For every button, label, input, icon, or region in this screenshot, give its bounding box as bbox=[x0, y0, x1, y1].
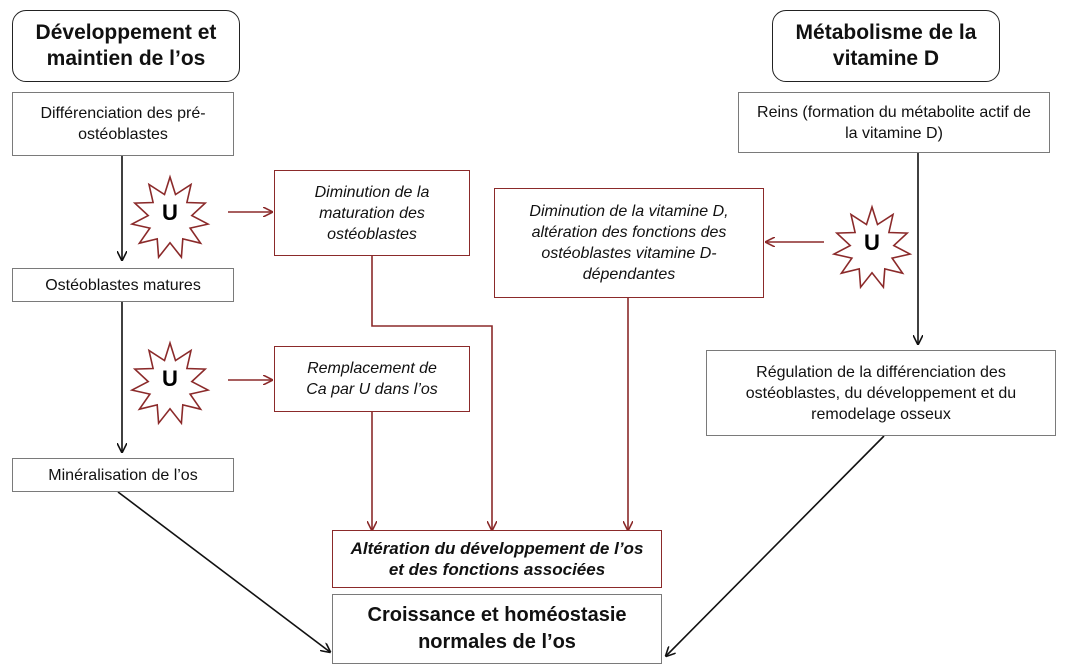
box-bone-alteration: Altération du développement de l’os et d… bbox=[332, 530, 662, 588]
arrow-regulation-to-normal bbox=[666, 435, 885, 656]
burst-label: U bbox=[162, 366, 178, 391]
box-osteoblast-regulation-text: Régulation de la différenciation des ost… bbox=[745, 363, 1017, 423]
uranium-burst-icon: U bbox=[129, 174, 211, 260]
arrow-maturation-to-alteration bbox=[371, 256, 492, 530]
box-osteoblast-regulation: Régulation de la différenciation des ost… bbox=[706, 350, 1056, 436]
burst-label: U bbox=[864, 230, 880, 255]
box-bone-mineralization: Minéralisation de l’os bbox=[12, 458, 234, 492]
burst-label: U bbox=[162, 200, 178, 225]
header-bone-development: Développement et maintien de l’os bbox=[12, 10, 240, 82]
box-preosteoblast-differentiation: Différenciation des pré-ostéoblastes bbox=[12, 92, 234, 156]
box-normal-bone-growth-text: Croissance et homéostasie normales de l’… bbox=[367, 604, 627, 653]
uranium-burst-icon: U bbox=[129, 340, 211, 426]
header-vitamin-d: Métabolisme de la vitamine D bbox=[772, 10, 1000, 82]
box-maturation-decrease-text: Diminution de la maturation des ostéobla… bbox=[314, 183, 430, 243]
uranium-burst-icon: U bbox=[831, 204, 913, 290]
header-vitamin-d-text: Métabolisme de la vitamine D bbox=[795, 21, 977, 70]
box-calcium-replacement-text: Remplacement de Ca par U dans l’os bbox=[306, 360, 438, 398]
box-preosteoblast-differentiation-text: Différenciation des pré-ostéoblastes bbox=[40, 105, 206, 143]
header-bone-development-text: Développement et maintien de l’os bbox=[35, 21, 217, 70]
box-kidneys: Reins (formation du métabolite actif de … bbox=[738, 92, 1050, 153]
box-vitamin-d-decrease-text: Diminution de la vitamine D, altération … bbox=[529, 203, 729, 283]
box-mature-osteoblasts-text: Ostéoblastes matures bbox=[45, 276, 201, 294]
box-vitamin-d-decrease: Diminution de la vitamine D, altération … bbox=[494, 188, 764, 298]
arrow-mineral-to-normal bbox=[117, 491, 330, 652]
box-mature-osteoblasts: Ostéoblastes matures bbox=[12, 268, 234, 302]
box-maturation-decrease: Diminution de la maturation des ostéobla… bbox=[274, 170, 470, 256]
box-bone-alteration-text: Altération du développement de l’os et d… bbox=[350, 539, 644, 579]
box-kidneys-text: Reins (formation du métabolite actif de … bbox=[757, 103, 1031, 142]
box-calcium-replacement: Remplacement de Ca par U dans l’os bbox=[274, 346, 470, 412]
box-bone-mineralization-text: Minéralisation de l’os bbox=[48, 466, 198, 484]
box-normal-bone-growth: Croissance et homéostasie normales de l’… bbox=[332, 594, 662, 664]
